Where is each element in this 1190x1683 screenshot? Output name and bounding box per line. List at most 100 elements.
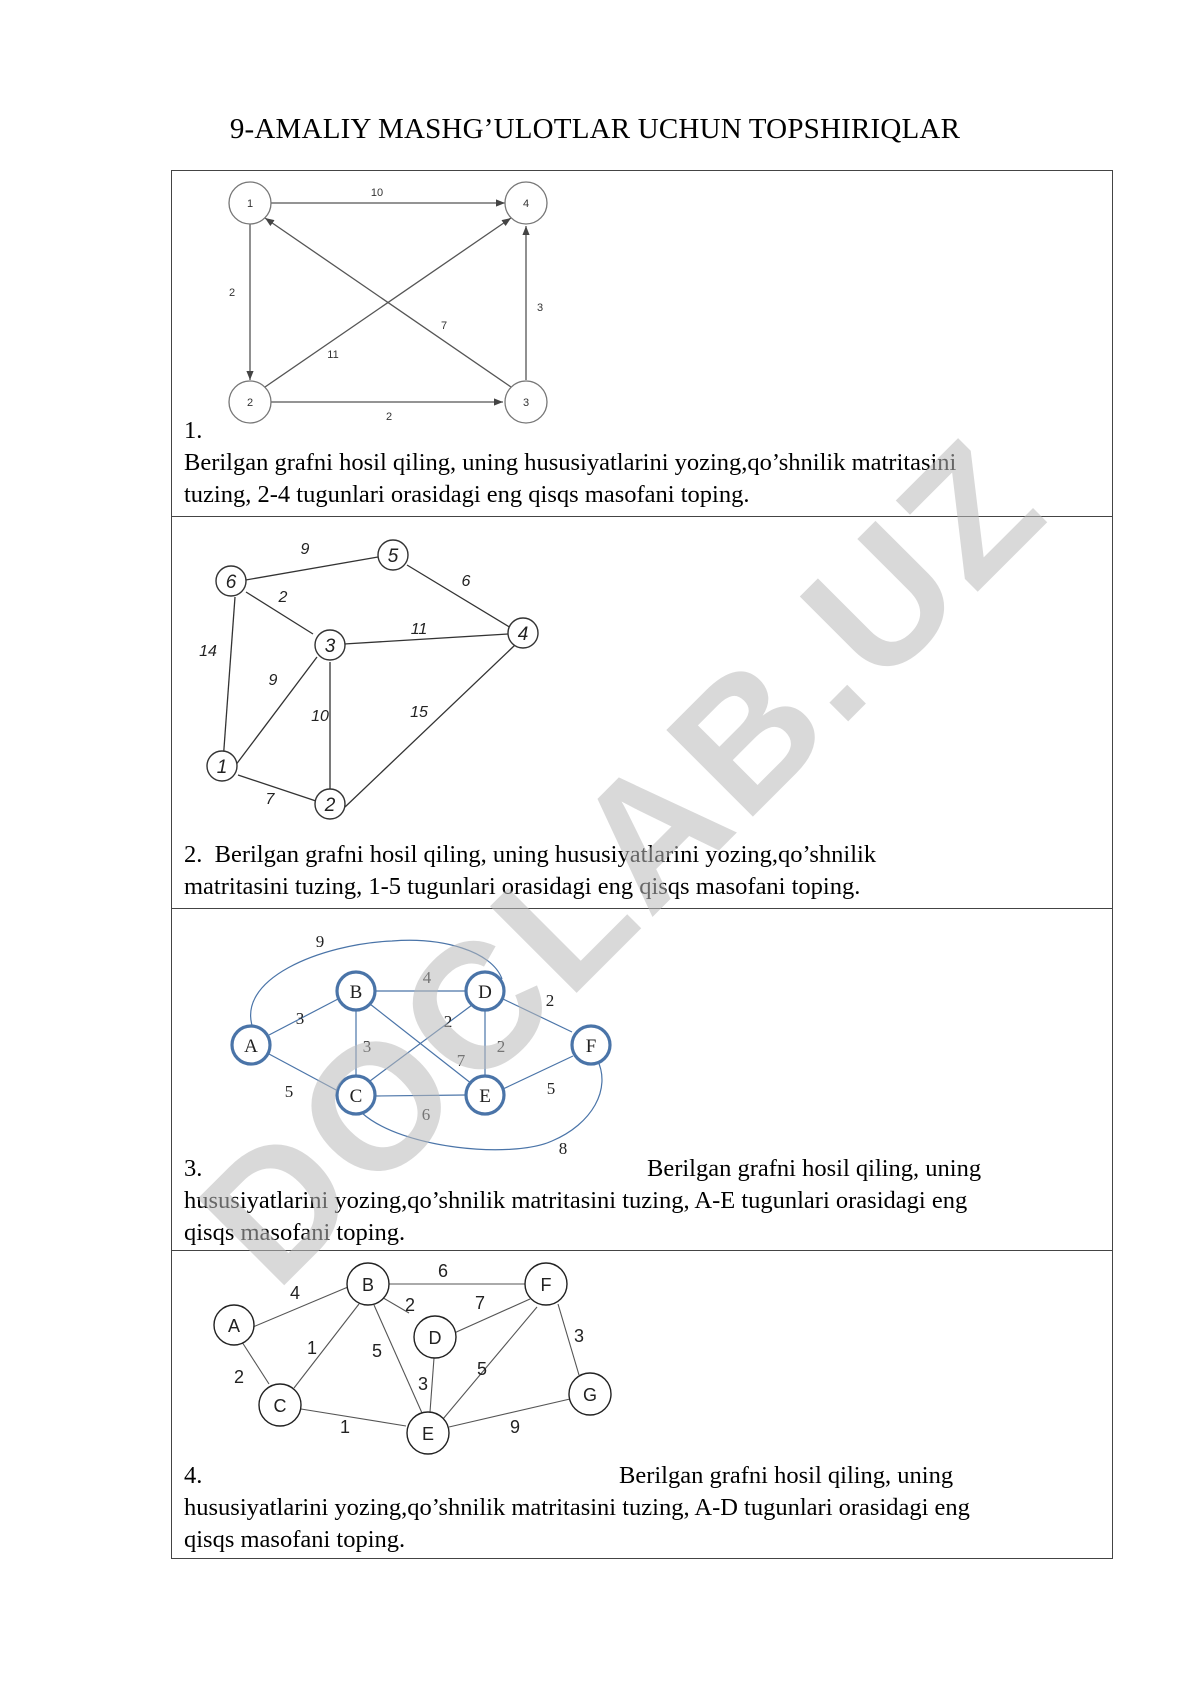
- node-2: [314, 788, 346, 820]
- node-label: E: [479, 1086, 491, 1107]
- node-C: [258, 1383, 302, 1427]
- edge-C-E: [300, 1408, 407, 1427]
- node-label: 3: [325, 636, 336, 657]
- task-text-line: hususiyatlarini yozing,qo’shnilik matrit…: [184, 1494, 970, 1521]
- edge-D-F: [502, 998, 573, 1033]
- edge-weight: 14: [199, 643, 217, 660]
- edge-weight: 6: [438, 1261, 448, 1281]
- edge-weight: 9: [301, 541, 310, 558]
- node-label: 2: [324, 795, 336, 816]
- edge-E-F: [502, 1055, 574, 1090]
- edge-A-C: [268, 1053, 339, 1092]
- edge-B-E: [373, 1304, 423, 1414]
- edge-weight: 5: [372, 1341, 382, 1361]
- task-row-3: A B C D E F 9 3 5 4 3 2 7 2 2 6 5 8 3. B…: [172, 909, 1112, 1251]
- edge-weight: 11: [327, 349, 338, 361]
- edge-weight: 5: [477, 1359, 487, 1379]
- node-label: 4: [518, 624, 529, 645]
- node-label: 1: [247, 198, 253, 210]
- node-D: [413, 1315, 457, 1359]
- edge-B-C: [293, 1303, 360, 1389]
- edge-B-E: [369, 1003, 473, 1085]
- edge-A-C: [241, 1341, 270, 1385]
- edge-weight: 2: [234, 1367, 244, 1387]
- node-label: 5: [388, 546, 399, 567]
- edge-weight: 5: [285, 1082, 294, 1101]
- task-number: 1.: [184, 417, 203, 444]
- task-number: 2.: [184, 841, 203, 868]
- edge-6-1: [222, 596, 236, 763]
- edge-weight: 10: [371, 187, 383, 199]
- node-label: D: [478, 982, 492, 1003]
- node-label: C: [350, 1086, 363, 1107]
- edge-5-4: [406, 564, 512, 629]
- node-1: [206, 750, 238, 782]
- edge-weight: 3: [418, 1374, 428, 1394]
- node-B: [346, 1262, 390, 1306]
- edge-weight: 4: [290, 1283, 300, 1303]
- edge-weight: 15: [410, 704, 428, 721]
- node-D: [464, 970, 506, 1012]
- node-F: [524, 1262, 568, 1306]
- node-label: 4: [523, 198, 529, 210]
- task-text-line: matritasini tuzing, 1-5 tugunlari orasid…: [184, 873, 861, 900]
- task-row-2: 6 5 3 4 1 2 9 6 2 11 14 9 10 15 7 2. Ber…: [172, 517, 1112, 909]
- node-1: [228, 181, 272, 225]
- node-label: 3: [523, 397, 529, 409]
- edge-weight: 9: [269, 672, 278, 689]
- node-G: [568, 1372, 612, 1416]
- edge-weight: 2: [444, 1012, 453, 1031]
- edge-E-G: [448, 1398, 571, 1428]
- node-B: [335, 970, 377, 1012]
- edge-B-D: [379, 1295, 410, 1314]
- node-label: E: [422, 1424, 434, 1444]
- node-label: F: [586, 1036, 597, 1057]
- node-A: [230, 1024, 272, 1066]
- edge-6-5: [239, 556, 379, 582]
- task-text-line: Berilgan grafni hosil qiling, uning: [647, 1155, 982, 1182]
- edge-weight: 3: [537, 302, 543, 314]
- edge-2-4: [264, 217, 512, 388]
- node-label: G: [583, 1385, 597, 1405]
- edge-weight: 3: [363, 1037, 372, 1056]
- node-3: [504, 380, 548, 424]
- node-6: [215, 565, 247, 597]
- edge-weight: 2: [546, 991, 555, 1010]
- node-4: [504, 181, 548, 225]
- task-row-4: A B F D C E G 4 2 6 2 7 1 5 3 5 3 1 9 4.: [172, 1251, 1112, 1558]
- edge-C-F: [361, 1058, 603, 1151]
- task-text-line: qisqs masofani toping.: [184, 1526, 406, 1553]
- node-5: [377, 539, 409, 571]
- edge-4-2: [344, 644, 516, 808]
- edge-C-D: [369, 1004, 473, 1082]
- task-number: 4.: [184, 1462, 203, 1489]
- node-label: A: [228, 1316, 240, 1336]
- edge-A-D: [250, 939, 503, 1032]
- task-text-line: qisqs masofani toping.: [184, 1219, 406, 1246]
- graph-2-diagram: 6 5 3 4 1 2 9 6 2 11 14 9 10 15 7: [199, 539, 539, 820]
- edge-F-D: [442, 1298, 531, 1339]
- edge-weight: 6: [422, 1105, 431, 1124]
- edge-F-G: [557, 1303, 580, 1376]
- node-label: D: [429, 1328, 442, 1348]
- edge-weight: 1: [340, 1417, 350, 1437]
- edge-weight: 4: [423, 968, 432, 987]
- node-label: 2: [247, 397, 253, 409]
- edge-weight: 2: [278, 589, 288, 606]
- node-label: B: [350, 982, 363, 1003]
- node-C: [335, 1074, 377, 1116]
- node-E: [406, 1411, 450, 1455]
- node-label: C: [274, 1396, 287, 1416]
- edge-weight: 7: [441, 320, 447, 332]
- task-text-line: Berilgan grafni hosil qiling, uning husu…: [184, 449, 957, 476]
- node-E: [464, 1074, 506, 1116]
- edge-weight: 5: [547, 1079, 556, 1098]
- edge-C-E: [374, 1094, 467, 1097]
- edge-A-B: [252, 1286, 349, 1328]
- task-number: 3.: [184, 1155, 203, 1182]
- node-label: B: [362, 1275, 374, 1295]
- edge-weight: 2: [229, 287, 235, 299]
- edge-weight: 8: [559, 1139, 568, 1158]
- edge-weight: 6: [462, 573, 471, 590]
- node-4: [507, 617, 539, 649]
